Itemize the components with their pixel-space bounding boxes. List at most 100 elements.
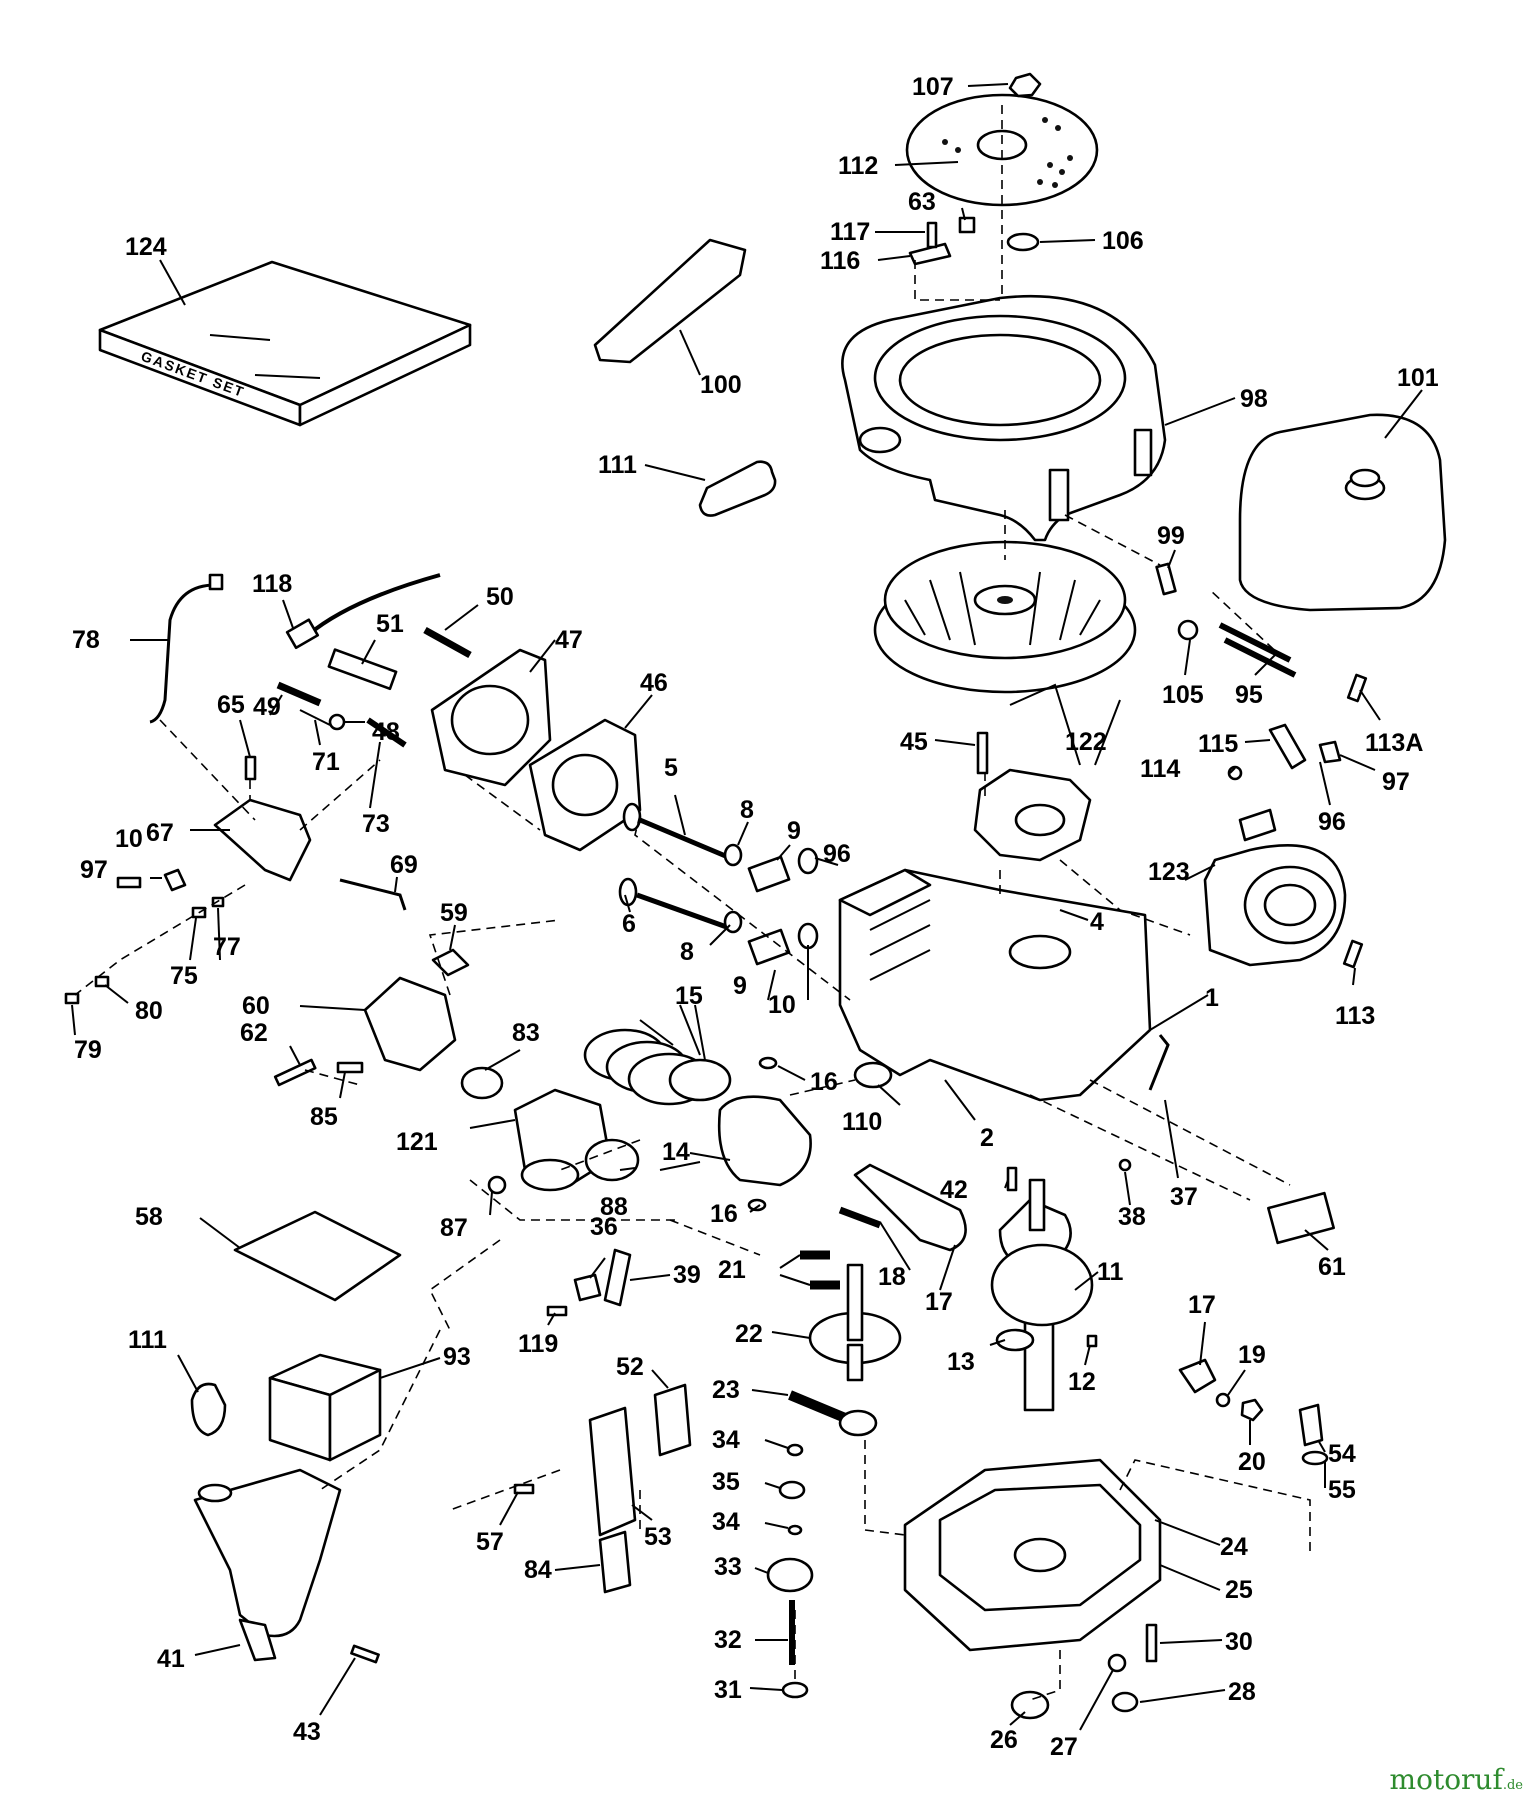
part-79	[64, 992, 80, 1005]
gasket-110	[853, 1061, 893, 1089]
plug-28	[1111, 1691, 1139, 1713]
nut-87	[487, 1175, 507, 1195]
callout-47: 47	[555, 626, 583, 654]
watermark-brand: motoruf	[1389, 1763, 1503, 1796]
key-12	[1086, 1334, 1098, 1348]
seat-10-upper	[797, 847, 819, 875]
screw-113a	[1346, 673, 1368, 703]
callout-50: 50	[486, 583, 514, 611]
callout-33: 33	[714, 1553, 742, 1581]
callout-6: 6	[622, 910, 636, 938]
recoil-starter-123	[1203, 808, 1347, 967]
valve-5-head	[622, 802, 642, 832]
callout-43: 43	[293, 1718, 321, 1746]
plate-53	[588, 1406, 637, 1537]
gasket-set-box: GASKET SET	[98, 260, 472, 427]
callout-80: 80	[135, 997, 163, 1025]
seat-10-lower	[797, 922, 819, 950]
callout-38: 38	[1118, 1203, 1146, 1231]
callout-96-right: 96	[1318, 808, 1346, 836]
screw-117	[926, 221, 938, 249]
governor-33	[766, 1557, 814, 1593]
callout-23: 23	[712, 1376, 740, 1404]
filter-cover-58	[233, 1210, 402, 1302]
callout-111-lower: 111	[128, 1326, 167, 1354]
callout-118: 118	[252, 570, 292, 598]
governor-bracket-67	[213, 798, 312, 882]
clip-63	[958, 216, 976, 234]
link-37	[1148, 1034, 1170, 1091]
callout-97-right: 97	[1382, 768, 1410, 796]
callout-84: 84	[524, 1556, 552, 1584]
callout-42: 42	[940, 1176, 968, 1204]
callout-49: 49	[253, 693, 281, 721]
nut-107	[1008, 72, 1042, 98]
callout-31: 31	[714, 1676, 742, 1704]
callout-2: 2	[980, 1124, 994, 1152]
tube-111	[698, 460, 777, 517]
lever-115	[1268, 723, 1307, 770]
callout-15: 15	[675, 982, 703, 1010]
spring-9-upper	[747, 855, 791, 893]
callout-79: 79	[74, 1036, 102, 1064]
callout-20: 20	[1238, 1448, 1266, 1476]
callout-25: 25	[1225, 1576, 1253, 1604]
callout-87: 87	[440, 1214, 468, 1242]
wire-78-terminal	[208, 573, 224, 591]
bolts-18	[838, 1206, 882, 1229]
callout-41: 41	[157, 1645, 185, 1673]
oil-slinger-23	[788, 1390, 852, 1425]
callout-12: 12	[1068, 1368, 1096, 1396]
callout-83: 83	[512, 1019, 540, 1047]
air-cleaner-cup-41	[193, 1468, 342, 1662]
screen-perforations	[942, 117, 1073, 188]
callout-101: 101	[1397, 364, 1439, 392]
seal-55	[1301, 1450, 1329, 1466]
callout-124: 124	[125, 233, 167, 261]
spring-73	[366, 717, 407, 748]
callout-37: 37	[1170, 1183, 1198, 1211]
callout-58: 58	[135, 1203, 163, 1231]
callout-9-upper: 9	[787, 817, 801, 845]
label-61	[1267, 1191, 1335, 1245]
callout-111-upper: 111	[598, 451, 637, 479]
callout-1: 1	[1205, 984, 1219, 1012]
callout-63: 63	[908, 188, 936, 216]
callout-67: 67	[146, 819, 174, 847]
callout-16-upper: 16	[810, 1068, 838, 1096]
spring-9-lower	[747, 928, 791, 966]
callout-36: 36	[590, 1213, 618, 1241]
callout-69: 69	[390, 851, 418, 879]
callout-35: 35	[712, 1468, 740, 1496]
callout-17-lower: 17	[1188, 1291, 1216, 1319]
callout-39: 39	[673, 1261, 701, 1289]
washer-19	[1215, 1392, 1231, 1408]
reed-84	[598, 1530, 632, 1594]
callout-60: 60	[242, 992, 270, 1020]
callout-65: 65	[217, 691, 245, 719]
spark-plug-51	[327, 648, 398, 691]
bolt-62	[273, 1058, 317, 1087]
screw-38	[1118, 1158, 1132, 1172]
bolt-50	[423, 626, 472, 659]
callout-93: 93	[443, 1343, 471, 1371]
washer-48	[328, 713, 346, 731]
nut-20	[1240, 1398, 1264, 1422]
bolt-30	[1145, 1623, 1158, 1663]
clip-105	[1177, 619, 1199, 641]
callout-62: 62	[240, 1019, 268, 1047]
part-drawings: GASKET SET	[64, 72, 1447, 1720]
callout-8-upper: 8	[740, 796, 754, 824]
callout-34-lower: 34	[712, 1508, 740, 1536]
retainer-8-upper	[723, 843, 743, 867]
callout-18: 18	[878, 1263, 906, 1291]
camshaft-22	[808, 1263, 902, 1382]
callout-110: 110	[842, 1108, 882, 1136]
valve-6-head	[618, 877, 638, 907]
piston-15	[668, 1058, 732, 1102]
callout-97-left: 97	[80, 856, 108, 884]
crankshaft-11	[990, 1178, 1094, 1412]
callout-51: 51	[376, 610, 404, 638]
leader-lines	[71, 83, 1423, 1731]
